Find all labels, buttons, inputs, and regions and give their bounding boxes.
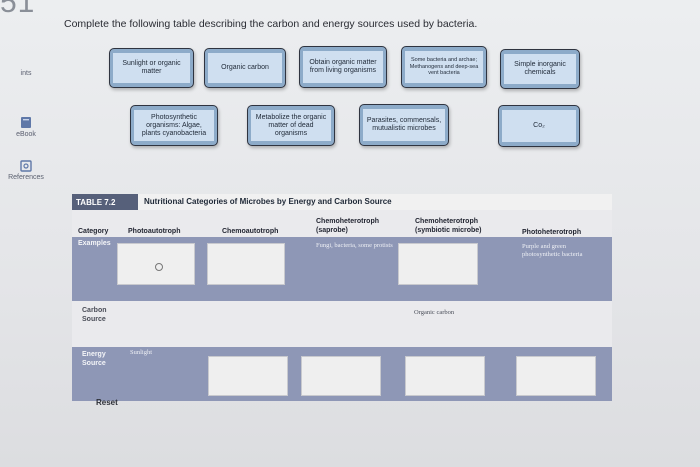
- column-header-saprobe: Chemoheterotroph (saprobe): [316, 218, 379, 234]
- references-icon: [20, 160, 32, 172]
- sidebar-item-ebook[interactable]: eBook: [0, 116, 52, 138]
- cursor-hand-icon: [155, 263, 163, 271]
- drop-zone-symbiotic-examples[interactable]: [398, 243, 478, 285]
- cell-symbiotic-carbon-source: Organic carbon: [414, 309, 455, 316]
- drag-card-organic-carbon[interactable]: Organic carbon: [204, 48, 286, 88]
- drop-zone-symbiotic-energy[interactable]: [405, 356, 485, 396]
- drop-zone-chemoautotroph-energy[interactable]: [208, 356, 288, 396]
- table-badge: TABLE 7.2: [72, 194, 138, 210]
- book-icon: [21, 117, 31, 128]
- reset-button[interactable]: Reset: [96, 398, 118, 407]
- drag-card-metabolize-dead-organisms[interactable]: Metabolize the organic matter of dead or…: [247, 105, 335, 146]
- question-number: 51: [0, 0, 36, 19]
- drag-card-simple-inorganic-chemicals[interactable]: Simple inorganic chemicals: [500, 49, 580, 89]
- drop-zone-photoautotroph-examples[interactable]: [117, 243, 195, 285]
- cell-saprobe-examples: Fungi, bacteria, some protists: [316, 242, 393, 249]
- row-label-carbon-source: Carbon Source: [82, 307, 107, 323]
- instruction-text: Complete the following table describing …: [64, 18, 478, 30]
- sidebar-item-hints[interactable]: ints: [0, 70, 52, 77]
- table-title: Nutritional Categories of Microbes by En…: [144, 197, 392, 206]
- drop-zone-chemoautotroph-examples[interactable]: [207, 243, 285, 285]
- column-header-photoheterotroph: Photoheterotroph: [522, 229, 582, 236]
- sidebar-item-references[interactable]: References: [0, 160, 52, 181]
- sidebar-item-label: ints: [20, 70, 32, 77]
- drag-card-parasites-commensals[interactable]: Parasites, commensals, mutualistic micro…: [359, 104, 449, 146]
- drag-card-photosynthetic-organisms[interactable]: Photosynthetic organisms: Algae, plants …: [130, 105, 218, 146]
- column-header-category: Category: [78, 228, 109, 235]
- drag-card-co2[interactable]: Co₂: [498, 105, 580, 147]
- drag-card-sunlight-or-organic-matter[interactable]: Sunlight or organic matter: [109, 48, 194, 88]
- column-header-symbiotic: Chemoheterotroph (symbiotic microbe): [415, 218, 482, 234]
- row-label-energy-source: Energy Source: [82, 351, 106, 367]
- column-header-photoautotroph: Photoautotroph: [128, 228, 181, 235]
- drop-zone-photoheterotroph-energy[interactable]: [516, 356, 596, 396]
- sidebar-item-label: eBook: [16, 131, 36, 138]
- drag-card-obtain-organic-matter[interactable]: Obtain organic matter from living organi…: [299, 46, 387, 88]
- sidebar-item-label: References: [8, 174, 44, 181]
- drop-zone-saprobe-energy[interactable]: [301, 356, 381, 396]
- carbon-source-row: [72, 301, 612, 347]
- cell-photoheterotroph-examples: Purple and green photosynthetic bacteria: [522, 243, 583, 258]
- row-label-examples: Examples: [78, 240, 111, 247]
- drag-card-archaea-methanogens[interactable]: Some bacteria and archae; Methanogens an…: [401, 46, 487, 88]
- column-header-chemoautotroph: Chemoautotroph: [222, 228, 279, 235]
- cell-photoautotroph-energy-source: Sunlight: [130, 349, 153, 356]
- table-header: TABLE 7.2 Nutritional Categories of Micr…: [72, 194, 612, 211]
